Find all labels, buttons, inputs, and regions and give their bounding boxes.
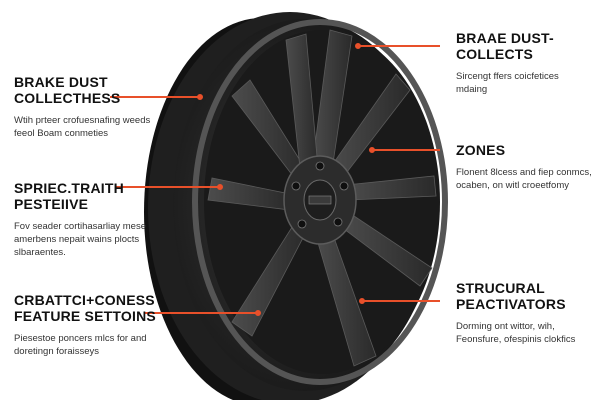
- annotation-zones: ZONES Flonent 8lcess and fiep conmcs, oc…: [456, 142, 598, 192]
- annotation-title: CRBATTCI+CONESS FEATURE SETTOINS: [14, 292, 156, 324]
- lug-nuts: [291, 161, 349, 229]
- rim-lip: [192, 19, 448, 385]
- annotation-title: ZONES: [456, 142, 506, 158]
- annotation-description: Dorming ont wittor, wih, Feonsfure, ofes…: [456, 321, 576, 345]
- annotation-description: Piesestoe poncers mlcs for and doretingn…: [14, 333, 147, 357]
- annotation-description: Fov seader cortihasarliay mese amerbens …: [14, 221, 146, 258]
- annotation-braae-dust: BRAAE DUST- COLLECTS Sircengt ffers coic…: [456, 30, 596, 96]
- annotation-description: Flonent 8lcess and fiep conmcs, ocaben, …: [456, 167, 592, 191]
- annotation-brake-dust-collect: BRAKE DUST COLLECTHESS Wtih prteer crofu…: [14, 74, 164, 140]
- annotation-description: Wtih prteer crofuesnafing weeds feeol Bo…: [14, 115, 151, 139]
- annotation-title: SPRIEC.TRAITH PESTEIIVE: [14, 180, 124, 212]
- annotation-title: BRAAE DUST- COLLECTS: [456, 30, 554, 62]
- center-cap-badge: [308, 195, 332, 205]
- annotation-spriec-traith: SPRIEC.TRAITH PESTEIIVE Fov seader corti…: [14, 180, 174, 259]
- annotation-crbattci-coness: CRBATTCI+CONESS FEATURE SETTOINS Piesest…: [14, 292, 184, 358]
- annotation-description: Sircengt ffers coicfetices mdaing: [456, 71, 559, 95]
- annotation-title: STRUCURAL PEACTIVATORS: [456, 280, 566, 312]
- annotation-title: BRAKE DUST COLLECTHESS: [14, 74, 121, 106]
- leader-lines: [110, 43, 440, 316]
- annotation-strucural: STRUCURAL PEACTIVATORS Dorming ont witto…: [456, 280, 598, 346]
